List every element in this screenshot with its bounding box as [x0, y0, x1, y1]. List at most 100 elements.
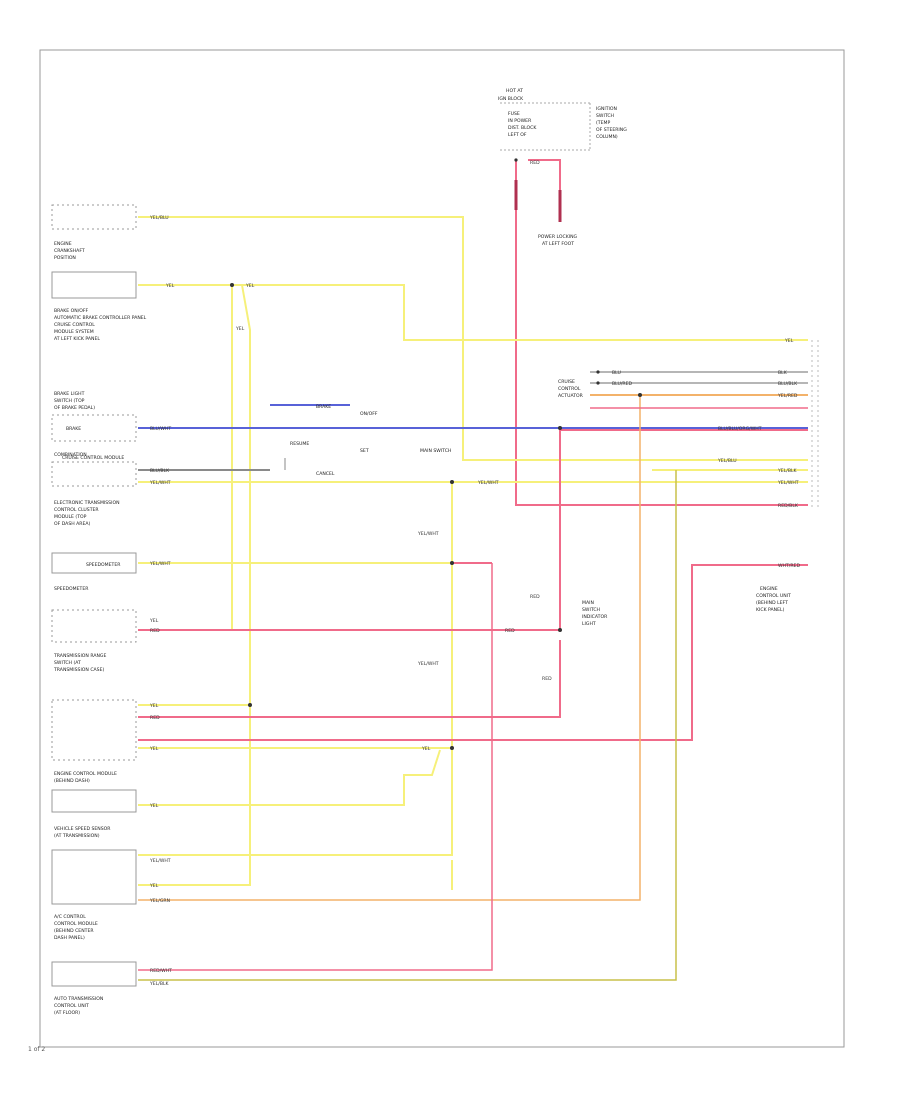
svg-text:CONTROL UNIT: CONTROL UNIT	[54, 1003, 89, 1009]
ignition-block: HOT AT IGN BLOCK FUSE IN POWER DIST. BLO…	[498, 88, 627, 247]
svg-text:ON/OFF: ON/OFF	[360, 411, 378, 417]
svg-text:BRAKE ON/OFF: BRAKE ON/OFF	[54, 308, 89, 314]
svg-text:BRAKE LIGHT: BRAKE LIGHT	[54, 391, 85, 397]
svg-text:OF STEERING: OF STEERING	[596, 127, 627, 133]
svg-text:(TEMP: (TEMP	[596, 120, 610, 126]
svg-text:RED: RED	[150, 715, 160, 721]
svg-text:YEL/WHT: YEL/WHT	[149, 858, 171, 864]
svg-text:BRAKE: BRAKE	[316, 404, 331, 410]
junction-dots	[230, 158, 642, 750]
wire-red-ignition-b	[528, 159, 561, 222]
svg-text:ENGINE CONTROL MODULE: ENGINE CONTROL MODULE	[54, 771, 117, 777]
svg-text:SPEEDOMETER: SPEEDOMETER	[54, 586, 89, 592]
svg-text:(AT FLOOR): (AT FLOOR)	[54, 1010, 80, 1016]
svg-text:DIST. BLOCK: DIST. BLOCK	[508, 125, 537, 131]
component-box-4	[51, 461, 137, 487]
wire-yel-2	[138, 284, 808, 341]
diagram-code: 1 of 2	[28, 1046, 45, 1053]
svg-text:OF BRAKE PEDAL): OF BRAKE PEDAL)	[54, 405, 95, 411]
svg-text:YEL: YEL	[149, 746, 159, 752]
svg-text:IN POWER: IN POWER	[508, 118, 532, 124]
svg-text:TRANSMISSION CASE): TRANSMISSION CASE)	[53, 667, 104, 673]
svg-text:ENGINE: ENGINE	[54, 241, 72, 247]
svg-text:YEL: YEL	[149, 703, 159, 709]
svg-text:SWITCH: SWITCH	[582, 607, 600, 613]
svg-text:LIGHT: LIGHT	[582, 621, 596, 627]
svg-text:COLUMN): COLUMN)	[596, 134, 618, 140]
svg-text:A/C CONTROL: A/C CONTROL	[54, 914, 86, 920]
left-components	[51, 204, 137, 987]
svg-text:INDICATOR: INDICATOR	[582, 614, 608, 620]
component-box-9	[51, 849, 137, 905]
svg-text:(BEHIND CENTER: (BEHIND CENTER	[54, 928, 94, 934]
svg-text:MODULE (TOP: MODULE (TOP	[54, 514, 87, 520]
svg-text:SWITCH (TOP: SWITCH (TOP	[54, 398, 85, 404]
svg-text:SET: SET	[360, 448, 369, 454]
switch-labels: BRAKE ON/OFF SET CANCEL RESUME MAIN SWIT…	[62, 404, 451, 568]
component-box-3	[51, 414, 137, 442]
wires	[138, 159, 808, 981]
svg-text:(BEHIND LEFT: (BEHIND LEFT	[756, 600, 788, 606]
svg-text:RESUME: RESUME	[290, 441, 309, 447]
svg-text:BLK: BLK	[778, 370, 788, 376]
svg-text:POWER LOCKING: POWER LOCKING	[538, 234, 578, 240]
component-box-7	[51, 699, 137, 761]
svg-text:CONTROL UNIT: CONTROL UNIT	[756, 593, 791, 599]
svg-text:AUTOMATIC BRAKE CONTROLLER PAN: AUTOMATIC BRAKE CONTROLLER PANEL	[54, 315, 147, 321]
svg-text:BLU/WHT: BLU/WHT	[150, 426, 171, 432]
svg-text:YEL/WHT: YEL/WHT	[149, 561, 171, 567]
component-box-5	[51, 552, 137, 574]
wire-yel-blu-1	[138, 216, 808, 461]
svg-text:YEL/WHT: YEL/WHT	[777, 480, 799, 486]
svg-text:YEL/BLK: YEL/BLK	[777, 468, 798, 474]
svg-text:YEL/WHT: YEL/WHT	[417, 661, 439, 667]
svg-text:SPEEDOMETER: SPEEDOMETER	[86, 562, 121, 568]
svg-text:RED/WHT: RED/WHT	[150, 968, 172, 974]
svg-text:VEHICLE SPEED SENSOR: VEHICLE SPEED SENSOR	[54, 826, 111, 832]
svg-text:RED: RED	[150, 628, 160, 634]
svg-text:ELECTRONIC TRANSMISSION: ELECTRONIC TRANSMISSION	[54, 500, 120, 506]
svg-text:YEL: YEL	[245, 283, 255, 289]
diagram-frame	[39, 49, 845, 1048]
svg-text:ENGINE: ENGINE	[760, 586, 778, 592]
svg-text:FUSE: FUSE	[508, 111, 520, 117]
svg-text:CANCEL: CANCEL	[316, 471, 335, 477]
svg-text:CRUISE CONTROL: CRUISE CONTROL	[54, 322, 95, 328]
svg-text:CRANKSHAFT: CRANKSHAFT	[54, 248, 85, 254]
svg-text:RED: RED	[530, 160, 540, 166]
wire-labels: YEL/BLU YEL YEL YEL BLU/WHT BLU/BLK YEL/…	[149, 160, 800, 987]
svg-text:(AT TRANSMISSION): (AT TRANSMISSION)	[54, 833, 100, 839]
svg-text:YEL/WHT: YEL/WHT	[417, 531, 439, 537]
svg-text:IGN BLOCK: IGN BLOCK	[498, 96, 524, 102]
svg-text:CRUISE: CRUISE	[558, 379, 575, 385]
svg-text:YEL: YEL	[235, 326, 245, 332]
svg-text:HOT AT: HOT AT	[506, 88, 523, 94]
svg-text:YEL: YEL	[149, 618, 159, 624]
component-box-6	[51, 609, 137, 643]
svg-text:BLU/BLU/ORG/WHT: BLU/BLU/ORG/WHT	[718, 426, 762, 432]
svg-text:RED: RED	[542, 676, 552, 682]
component-box-1	[51, 204, 137, 230]
svg-text:AT LEFT KICK PANEL: AT LEFT KICK PANEL	[54, 336, 100, 342]
svg-text:IGNITION: IGNITION	[596, 106, 617, 112]
svg-text:SWITCH: SWITCH	[596, 113, 614, 119]
svg-text:YEL: YEL	[149, 883, 159, 889]
svg-text:CRUISE CONTROL MODULE: CRUISE CONTROL MODULE	[62, 455, 124, 461]
svg-text:TRANSMISSION RANGE: TRANSMISSION RANGE	[53, 653, 106, 659]
svg-text:BLU/RED: BLU/RED	[612, 381, 632, 387]
svg-text:BLU/BLK: BLU/BLK	[150, 468, 170, 474]
svg-text:SWITCH (AT: SWITCH (AT	[54, 660, 81, 666]
svg-text:YEL: YEL	[149, 803, 159, 809]
svg-text:POSITION: POSITION	[54, 255, 76, 261]
svg-text:CONTROL: CONTROL	[558, 386, 581, 392]
svg-text:BLU/BLK: BLU/BLK	[778, 381, 798, 387]
svg-text:YEL: YEL	[784, 338, 794, 344]
svg-text:YEL/WHT: YEL/WHT	[149, 480, 171, 486]
svg-text:ACTUATOR: ACTUATOR	[558, 393, 584, 399]
svg-text:DASH PANEL): DASH PANEL)	[54, 935, 85, 941]
svg-text:YEL/BLU: YEL/BLU	[717, 458, 737, 464]
svg-text:RED: RED	[530, 594, 540, 600]
component-box-10	[51, 961, 137, 987]
svg-text:BLU: BLU	[612, 370, 621, 376]
